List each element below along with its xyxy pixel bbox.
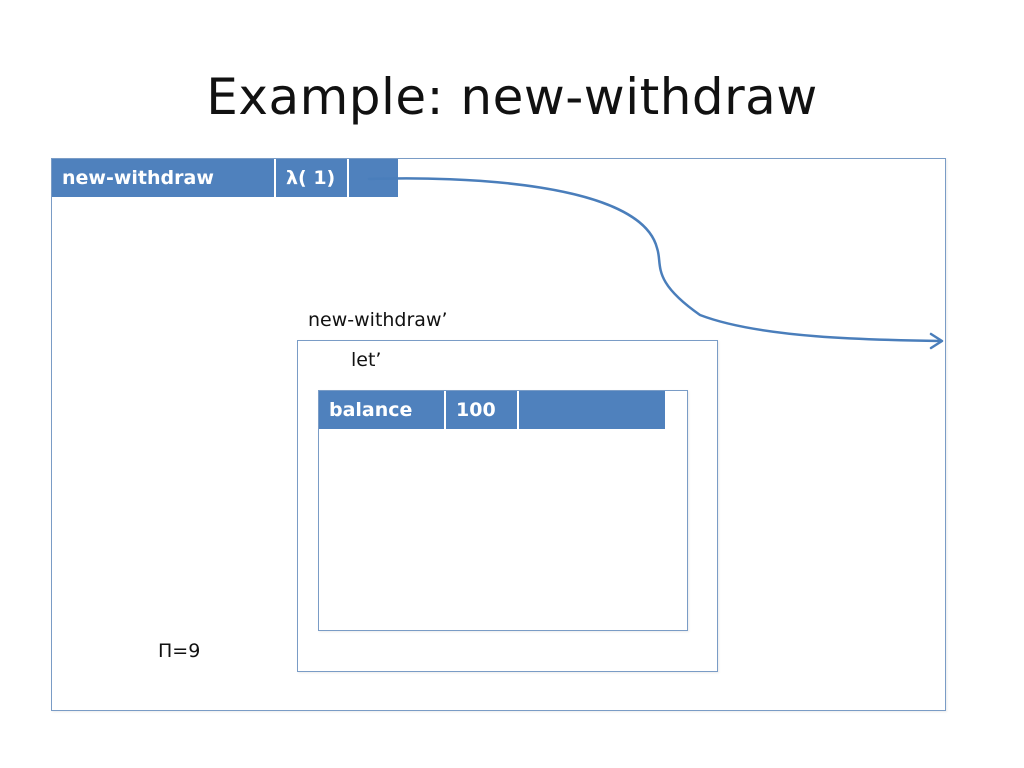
binding-row: balance 100	[319, 391, 665, 429]
binding-pointer-cell	[348, 159, 398, 197]
slide-title: Example: new-withdraw	[206, 68, 818, 126]
global-environment-frame	[51, 158, 946, 711]
binding-value-cell: 100	[445, 391, 519, 429]
let-frame-label: let’	[351, 349, 382, 371]
let-frame	[318, 390, 688, 631]
global-binding-table: new-withdraw λ( 1)	[52, 159, 398, 197]
program-counter-label: Π=9	[158, 640, 201, 662]
let-binding-table: balance 100	[319, 391, 665, 429]
binding-value-cell: λ( 1)	[275, 159, 349, 197]
binding-name-cell: balance	[319, 391, 446, 429]
binding-name-cell: new-withdraw	[52, 159, 276, 197]
binding-pointer-cell	[518, 391, 665, 429]
binding-row: new-withdraw λ( 1)	[52, 159, 398, 197]
procedure-frame-label: new-withdraw’	[308, 309, 448, 331]
